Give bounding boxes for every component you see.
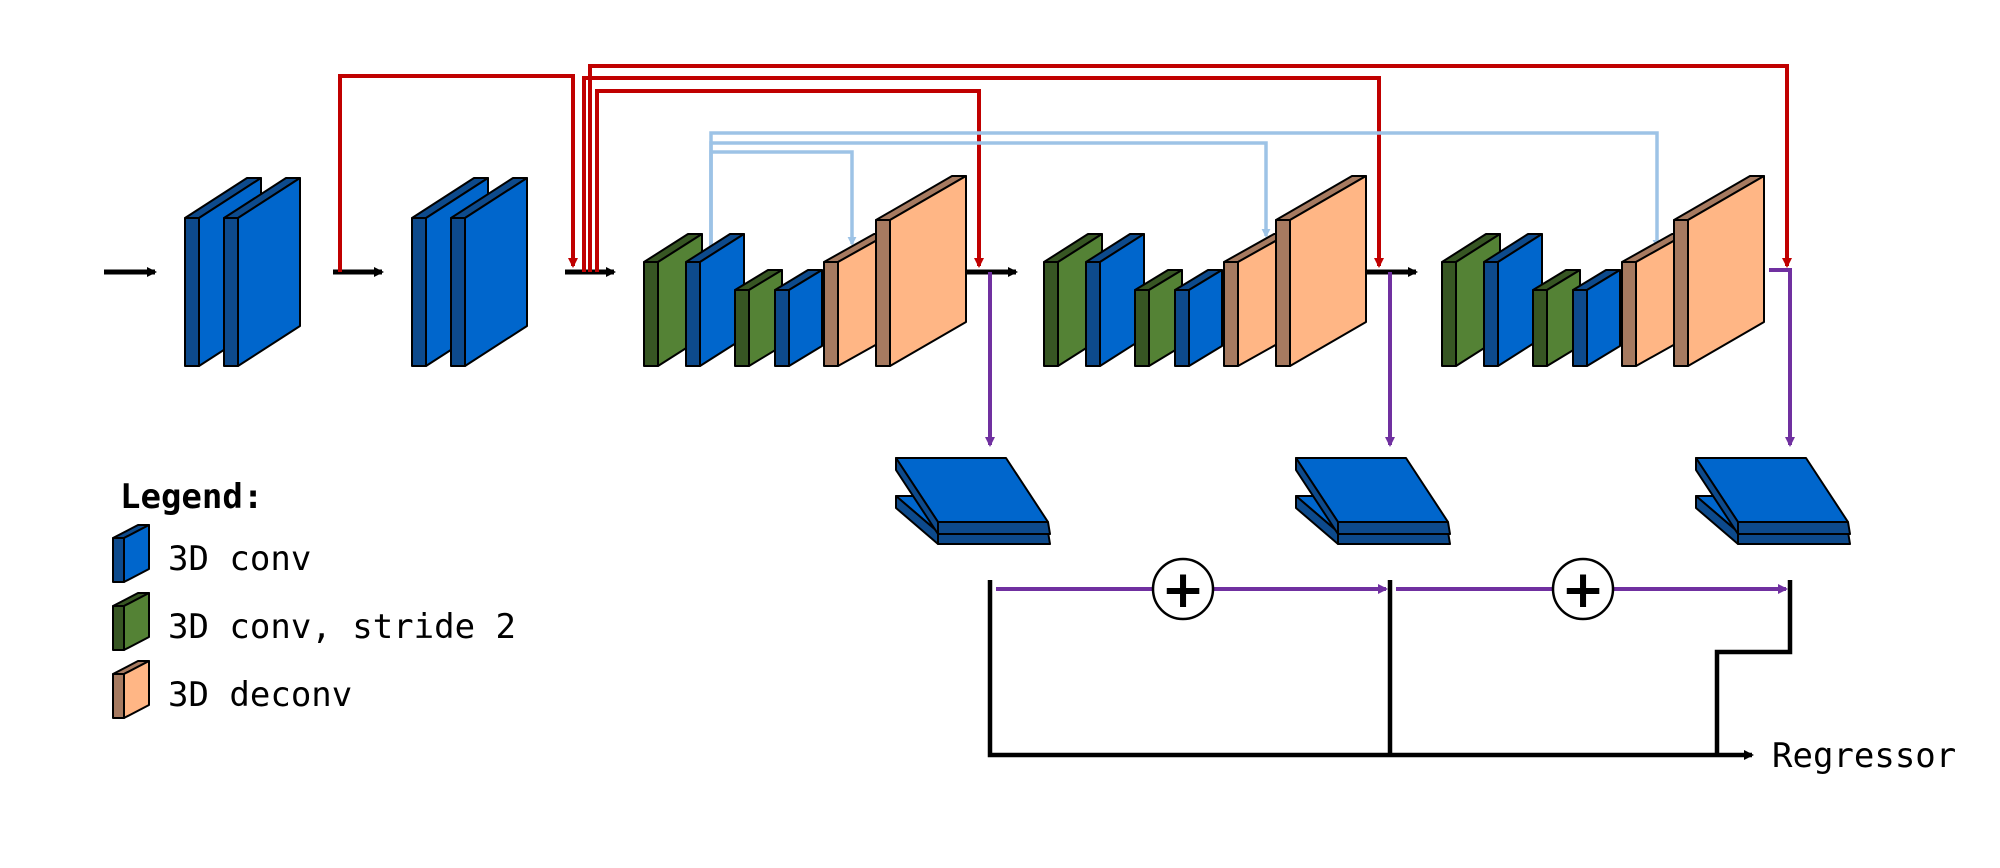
legend-icon-deconv bbox=[112, 660, 150, 719]
conv-block bbox=[1572, 269, 1621, 367]
deconv-block bbox=[1673, 175, 1765, 367]
red-skip bbox=[338, 74, 578, 272]
sum-node: + bbox=[1151, 557, 1215, 621]
feature-stack-3 bbox=[1695, 457, 1851, 545]
sum-symbol: + bbox=[1561, 560, 1605, 620]
legend-label-deconv: 3D deconv bbox=[168, 675, 352, 715]
legend-label-conv: 3D conv bbox=[168, 539, 311, 579]
conv-block bbox=[1085, 233, 1145, 367]
conv-block bbox=[1174, 269, 1223, 367]
stride-block bbox=[734, 269, 783, 367]
regressor-label: Regressor bbox=[1772, 736, 1956, 776]
hourglass-module-1 bbox=[643, 175, 967, 367]
sum-node: + bbox=[1551, 557, 1615, 621]
sum-nodes: + + bbox=[1151, 557, 1615, 621]
conv-block-1b bbox=[223, 177, 301, 367]
legend-title: Legend: bbox=[120, 477, 263, 517]
legend: Legend: 3D conv 3D conv, stride 2 3D dec… bbox=[112, 477, 516, 719]
conv-block bbox=[1483, 233, 1543, 367]
conv-block bbox=[774, 269, 823, 367]
flat-conv-block bbox=[895, 457, 1051, 535]
blocks bbox=[184, 175, 1851, 545]
stride-block bbox=[1134, 269, 1183, 367]
feature-stack-1 bbox=[895, 457, 1051, 545]
conv-block bbox=[685, 233, 745, 367]
legend-icon-stride bbox=[112, 592, 150, 651]
legend-icons bbox=[112, 524, 150, 719]
hourglass-module-3 bbox=[1441, 175, 1765, 367]
feature-stack-2 bbox=[1295, 457, 1451, 545]
red-skip bbox=[588, 64, 1792, 272]
blue-skip bbox=[709, 150, 857, 248]
deconv-block bbox=[875, 175, 967, 367]
hourglass-module-2 bbox=[1043, 175, 1367, 367]
connections bbox=[104, 64, 1795, 760]
flat-conv-block bbox=[1295, 457, 1451, 535]
red-skip bbox=[582, 76, 1384, 272]
blue-skip bbox=[709, 141, 1271, 248]
regressor-line bbox=[987, 580, 1390, 758]
deconv-block bbox=[1275, 175, 1367, 367]
legend-icon-conv bbox=[112, 524, 150, 583]
legend-label-stride: 3D conv, stride 2 bbox=[168, 607, 516, 647]
regressor-line bbox=[1714, 580, 1793, 755]
flat-conv-block bbox=[1695, 457, 1851, 535]
purple-down-arrow bbox=[1769, 268, 1795, 447]
red-skip bbox=[595, 89, 984, 272]
sum-symbol: + bbox=[1161, 560, 1205, 620]
conv-block-2b bbox=[450, 177, 528, 367]
